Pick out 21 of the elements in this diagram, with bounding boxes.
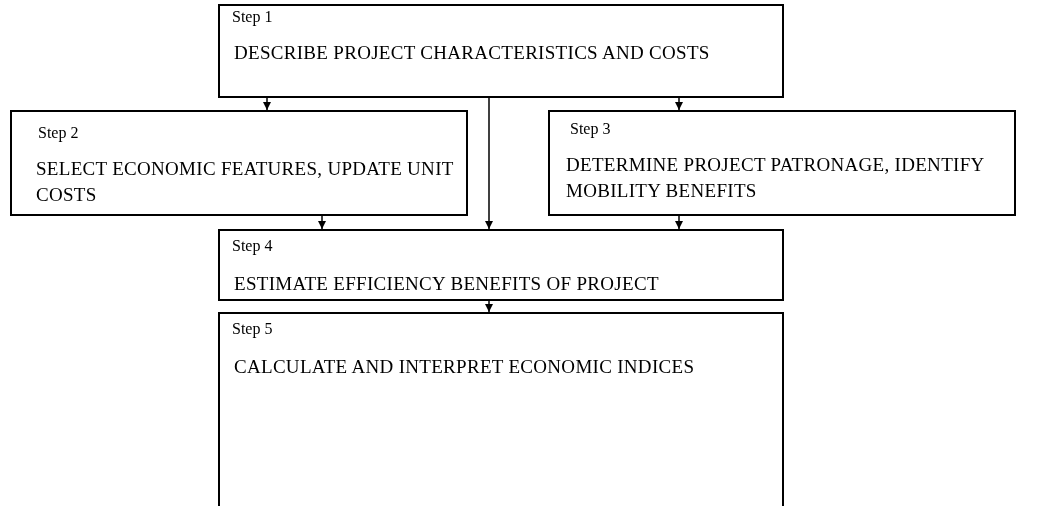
process-box xyxy=(218,312,784,506)
process-box xyxy=(548,110,1016,216)
process-box xyxy=(10,110,468,216)
arrow xyxy=(485,300,493,313)
arrow xyxy=(318,215,326,230)
step-description: CALCULATE AND INTERPRET ECONOMIC INDICES xyxy=(234,355,696,379)
step-label: Step 4 xyxy=(232,237,273,255)
arrow xyxy=(263,97,271,111)
process-box xyxy=(218,229,784,301)
step-label: Step 3 xyxy=(570,120,611,138)
step-label: Step 5 xyxy=(232,320,273,338)
step-label: Step 1 xyxy=(232,8,273,26)
step-description: DETERMINE PROJECT PATRONAGE, IDENTIFY MOBILITY BENEFITS xyxy=(566,153,985,203)
step-description: ESTIMATE EFFICIENCY BENEFITS OF PROJECT xyxy=(234,272,660,296)
process-box xyxy=(218,4,784,98)
step-description: SELECT ECONOMIC FEATURES, UPDATE UNIT COSTS xyxy=(36,157,455,207)
arrow xyxy=(675,97,683,111)
step-description: DESCRIBE PROJECT CHARACTERISTICS AND COSTS xyxy=(234,41,711,65)
arrow xyxy=(485,97,493,230)
step-label: Step 2 xyxy=(38,124,79,142)
arrow xyxy=(675,215,683,230)
